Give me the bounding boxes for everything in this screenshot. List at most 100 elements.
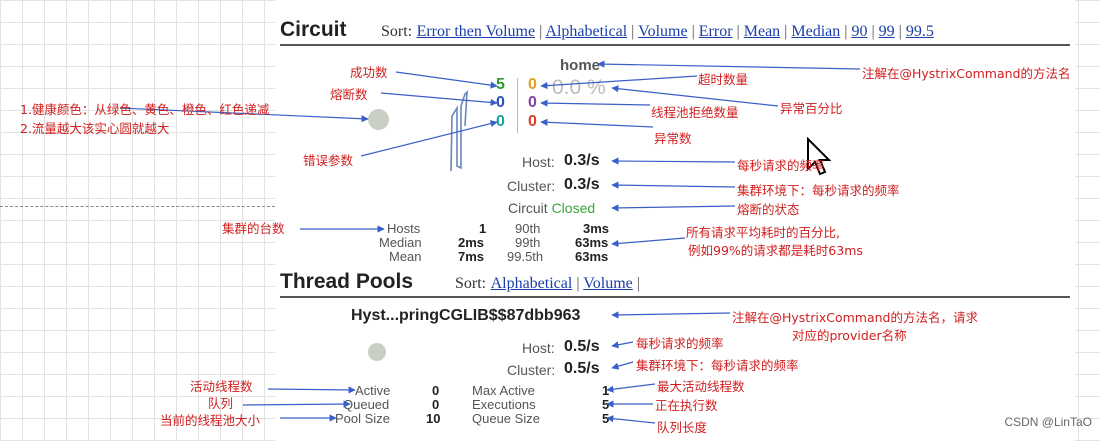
arrow-pool-name: [611, 311, 731, 319]
arrow-latency: [611, 237, 686, 248]
active-label: Active: [355, 383, 391, 398]
pool-host-rate: 0.5/s: [564, 338, 600, 355]
pool-host-label: Host:: [522, 340, 555, 356]
circuit-divider: [280, 44, 1070, 46]
count-divider: [517, 78, 518, 133]
mean-value: 7ms: [458, 249, 485, 264]
thread-pools-divider: [280, 296, 1070, 298]
sort-separator: |: [572, 275, 584, 292]
sort-error[interactable]: Error: [698, 23, 733, 40]
sort-separator: |: [687, 23, 699, 40]
annotation-max-active: 最大活动线程数: [657, 379, 745, 394]
annotation-pool-note-line1: 注解在@HystrixCommand的方法名，请求: [732, 310, 978, 325]
failure-count: 0: [528, 113, 537, 130]
annotation-pool-size: 当前的线程池大小: [160, 413, 261, 428]
annotation-queue-length: 队列长度: [657, 420, 708, 435]
sort-99[interactable]: 99: [878, 23, 895, 40]
mean-label: Mean: [389, 249, 422, 264]
arrow-circuit-state: [611, 204, 736, 212]
thread-pools-title: Thread Pools: [280, 270, 414, 293]
arrow-pool-cluster: [611, 361, 634, 370]
sort-mean[interactable]: Mean: [743, 23, 781, 40]
pool-cluster-label: Cluster:: [507, 362, 556, 378]
arrow-timeout: [540, 75, 698, 90]
executions-label: Executions: [472, 397, 536, 412]
max-active-value: 1: [602, 383, 610, 398]
sort-90[interactable]: 90: [851, 23, 868, 40]
timeout-count: 0: [528, 76, 537, 93]
sort-median[interactable]: Median: [791, 23, 841, 40]
arrow-cluster-rate: [611, 181, 736, 189]
cluster-label: Cluster:: [507, 178, 556, 194]
circuit-label: Circuit: [508, 200, 548, 216]
pool-cluster-rate: 0.5/s: [564, 360, 600, 377]
arrow-pool-host: [611, 341, 634, 349]
circuit-title: Circuit: [280, 18, 347, 41]
arrow-failure: [540, 118, 654, 128]
queue-size-value: 5: [602, 411, 610, 426]
success-count: 5: [496, 76, 505, 93]
command-name: home: [560, 57, 601, 74]
sort-separator: |: [632, 275, 640, 292]
annotation-success: 成功数: [350, 65, 388, 80]
rejected-count: 0: [528, 94, 537, 111]
host-label: Host:: [522, 154, 555, 170]
pool-health-circle: [368, 343, 386, 361]
annotation-health-color: 1.健康颜色：从绿色、黄色、橙色、红色递减: [20, 102, 270, 117]
annotation-queue: 队列: [208, 396, 234, 411]
p90-value: 3ms: [583, 221, 610, 236]
pool-name: Hyst...pringCGLIB$$87dbb963: [351, 307, 581, 324]
sort-separator: |: [535, 23, 546, 40]
sort-99-5[interactable]: 99.5: [905, 23, 934, 40]
circuit-status: Circuit Closed: [508, 200, 595, 216]
short-circuited-count: 0: [496, 94, 505, 111]
mouse-cursor-icon: [807, 137, 832, 176]
queue-size-label: Queue Size: [472, 411, 540, 426]
arrow-success: [395, 71, 498, 89]
bad-request-count: 0: [496, 113, 505, 130]
annotation-failure: 异常数: [654, 131, 692, 146]
sort-error-then-volume[interactable]: Error then Volume: [416, 23, 536, 40]
queued-label: Queued: [343, 397, 390, 412]
annotation-pool-cluster-rate: 集群环境下：每秒请求的频率: [636, 358, 799, 373]
arrow-health: [119, 107, 369, 123]
sort-separator: |: [732, 23, 744, 40]
pool-size-value: 10: [426, 411, 441, 426]
sort-label: Sort:: [455, 275, 487, 292]
annotation-timeout: 超时数量: [698, 72, 749, 87]
annotation-latency-line2: 例如99%的请求都是耗时63ms: [688, 243, 863, 258]
thread-pools-sort-bar: Sort: Alphabetical | Volume |: [455, 275, 640, 293]
arrow-queued: [242, 400, 351, 408]
p99-label: 99th: [515, 235, 541, 250]
p99-5-label: 99.5th: [507, 249, 544, 264]
arrow-max-active: [606, 383, 656, 393]
median-label: Median: [379, 235, 422, 250]
annotation-cluster-rate: 集群环境下：每秒请求的频率: [737, 183, 900, 198]
watermark: CSDN @LinTaO: [1004, 415, 1092, 429]
error-percentage: 0.0 %: [552, 76, 606, 99]
health-circle: [368, 109, 389, 130]
pool-sort-alphabetical[interactable]: Alphabetical: [490, 275, 573, 292]
cluster-rate: 0.3/s: [564, 176, 600, 193]
median-value: 2ms: [458, 235, 485, 250]
arrow-command: [597, 60, 861, 70]
pool-sort-volume[interactable]: Volume: [583, 275, 633, 292]
p99-value: 63ms: [575, 235, 609, 250]
hosts-label: Hosts: [387, 221, 421, 236]
hosts-value: 1: [479, 221, 487, 236]
sort-separator: |: [627, 23, 639, 40]
sort-label: Sort:: [381, 23, 413, 40]
arrow-rejected: [540, 99, 651, 107]
annotation-circuit-state: 熔断的状态: [737, 202, 800, 217]
sort-separator: |: [894, 23, 906, 40]
annotation-cluster-hosts: 集群的台数: [222, 221, 285, 236]
annotation-command-name: 注解在@HystrixCommand的方法名: [862, 66, 1071, 81]
sort-volume[interactable]: Volume: [638, 23, 688, 40]
annotation-host-rate: 每秒请求的频率: [737, 158, 825, 173]
arrow-short-circuited: [380, 92, 498, 107]
arrow-error-pct: [611, 85, 779, 107]
sort-alphabetical[interactable]: Alphabetical: [545, 23, 628, 40]
annotation-rejected: 线程池拒绝数量: [651, 105, 739, 120]
dashed-divider: [0, 206, 275, 207]
